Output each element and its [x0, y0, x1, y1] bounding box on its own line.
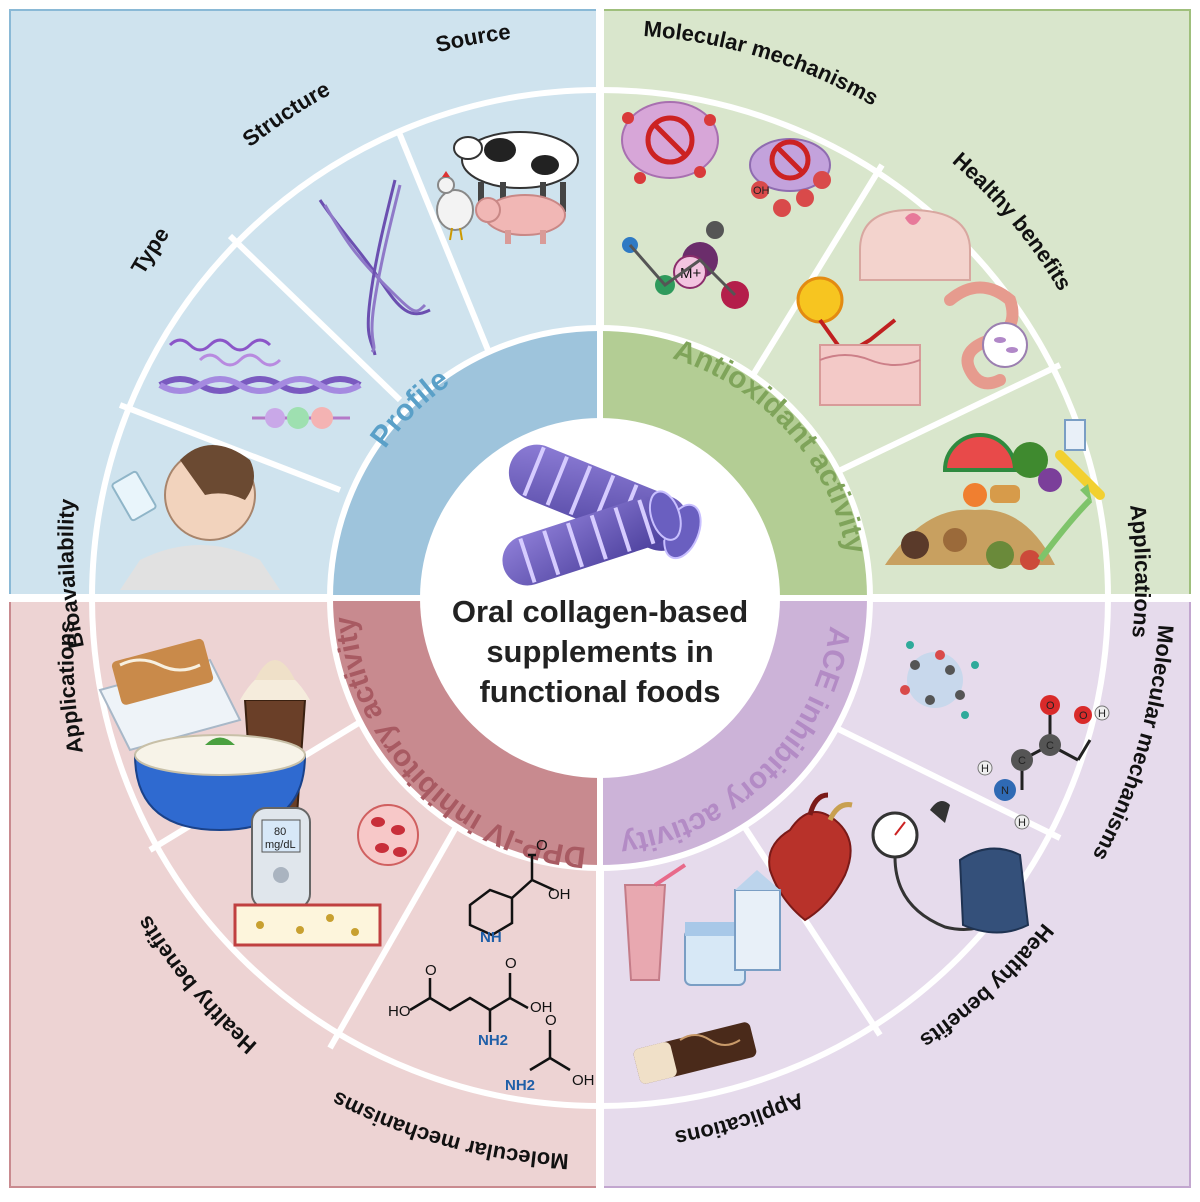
chocolate-bar-icon: [98, 638, 242, 752]
gastric-mucosa-icon: [859, 208, 971, 281]
oh-label-3: OH: [572, 1072, 595, 1089]
ros-inhibition-icon-1: [621, 101, 719, 184]
metal-chelation-icon: M+: [622, 221, 749, 309]
skin-uv-icon: [796, 276, 921, 406]
outer-ring: [89, 87, 1111, 1109]
hydrogen-label-1: H: [1098, 708, 1106, 720]
smoothie-icon: [623, 863, 687, 981]
person-drinking-icon: [111, 445, 280, 590]
nh2-label-1: NH2: [478, 1032, 508, 1049]
collagen-fiber-icon: [502, 444, 702, 586]
glucose-unit: mg/dL: [265, 839, 296, 851]
center-title-line-1: Oral collagen-based: [452, 594, 748, 629]
hydrogen-label-2: H: [981, 763, 989, 775]
center-title-line-2: supplements in: [486, 634, 713, 669]
oxygen-label-2: O: [1079, 710, 1088, 722]
glucose-value: 80: [274, 826, 286, 838]
fruits-vegetables-icon: [942, 419, 1105, 507]
protein-bar-icon-ace: [633, 1022, 757, 1084]
food-pile-icon: [885, 484, 1093, 570]
yogurt-milk-icon: [684, 870, 781, 986]
blood-pressure-monitor-icon: [871, 801, 1030, 934]
carbon-label-1: C: [1046, 740, 1054, 752]
oh-label-2: OH: [530, 999, 553, 1016]
blood-vessel-icon: [233, 903, 382, 947]
ros-inhibition-icon-2: OH: [749, 138, 831, 217]
oh-label-1: OH: [548, 886, 571, 903]
hydroxyl-label: OH: [753, 185, 770, 197]
spokes: [118, 128, 1062, 1050]
red-blood-cells-icon: [357, 804, 419, 866]
o-label-3: O: [425, 962, 437, 979]
intestine-icon: [944, 281, 1028, 390]
chicken-icon: [436, 171, 474, 241]
o-label-2: O: [505, 955, 517, 972]
triple-helix-icon: [318, 179, 431, 356]
center-title-line-3: functional foods: [479, 674, 720, 709]
ho-label: HO: [388, 1003, 411, 1020]
nitrogen-label: N: [1001, 785, 1009, 797]
proline-structure-icon: [468, 853, 555, 937]
o-label-1: O: [536, 837, 548, 854]
carbon-label-2: C: [1018, 755, 1026, 767]
amino-acid-structure-icon: C C O O H N H H: [977, 695, 1110, 830]
nh2-label-2: NH2: [505, 1077, 535, 1094]
peptide-molecule-icon: [900, 641, 979, 719]
o-label-4: O: [545, 1012, 557, 1029]
heart-icon: [768, 792, 853, 922]
cow-icon: [453, 131, 579, 212]
pig-icon: [475, 194, 566, 244]
glutamate-structure-icon: [409, 973, 571, 1072]
oxygen-label-1: O: [1046, 700, 1055, 712]
nh-label: NH: [480, 929, 502, 946]
collagen-type-icon: [158, 338, 362, 429]
hydrogen-label-3: H: [1018, 817, 1026, 829]
